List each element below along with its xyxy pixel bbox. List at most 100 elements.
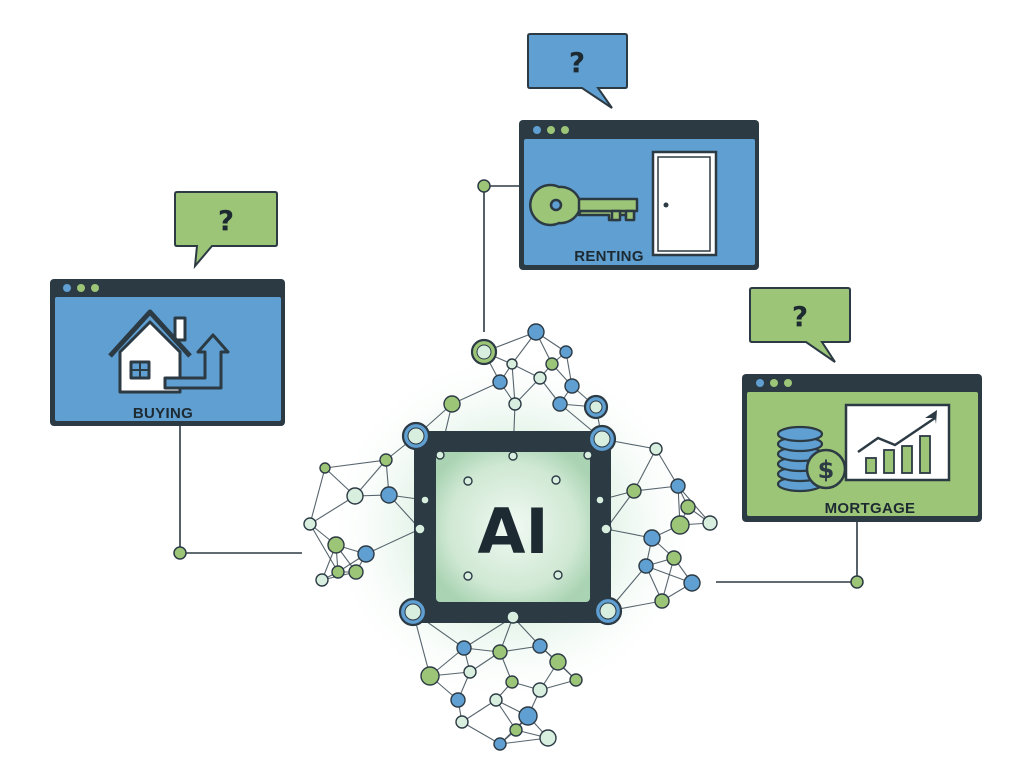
network-node-core xyxy=(593,430,611,448)
network-node xyxy=(654,593,670,609)
network-node xyxy=(379,453,393,467)
network-node xyxy=(600,523,612,535)
network-node xyxy=(518,706,538,726)
network-node-core xyxy=(476,344,492,360)
network-node xyxy=(532,638,548,654)
connector-renting xyxy=(483,185,522,332)
network-node xyxy=(303,517,317,531)
network-node xyxy=(348,564,364,580)
window-dot xyxy=(533,126,541,134)
network-edge xyxy=(633,448,657,492)
network-node xyxy=(420,495,430,505)
network-node xyxy=(626,483,642,499)
network-node xyxy=(549,653,567,671)
network-node xyxy=(702,515,718,531)
growth-chart-icon xyxy=(844,403,951,482)
network-node xyxy=(545,357,559,371)
network-node xyxy=(532,682,548,698)
network-edge xyxy=(451,381,501,405)
network-node xyxy=(670,478,686,494)
network-node xyxy=(551,475,561,485)
mortgage-label: MORTGAGE xyxy=(825,500,916,517)
key-icon xyxy=(529,183,639,227)
buying-panel: BUYING xyxy=(50,279,285,426)
mortgage-question-bubble: ? xyxy=(749,287,851,363)
network-node xyxy=(683,574,701,592)
network-node xyxy=(508,451,518,461)
connector-dot-renting xyxy=(477,179,491,193)
window-dot xyxy=(91,284,99,292)
network-node xyxy=(463,476,473,486)
network-node xyxy=(492,644,508,660)
network-nodes xyxy=(303,323,718,751)
window-dot xyxy=(770,379,778,387)
network-node xyxy=(492,374,508,390)
connector-buying xyxy=(179,425,302,554)
network-node xyxy=(420,666,440,686)
door-icon xyxy=(651,150,718,257)
network-node xyxy=(506,358,518,370)
network-node xyxy=(327,536,345,554)
svg-text:$: $ xyxy=(818,456,835,484)
window-dot xyxy=(561,126,569,134)
network-node xyxy=(559,345,573,359)
network-node xyxy=(564,378,580,394)
network-edge xyxy=(461,721,501,745)
network-node xyxy=(583,450,593,460)
window-dot xyxy=(77,284,85,292)
network-node xyxy=(638,558,654,574)
network-node xyxy=(315,573,329,587)
network-edge xyxy=(365,528,421,555)
network-node xyxy=(552,396,568,412)
renting-label: RENTING xyxy=(574,248,644,265)
network-edge xyxy=(309,523,339,573)
network-node xyxy=(643,529,661,547)
network-node-core xyxy=(589,400,603,414)
network-node xyxy=(493,737,507,751)
network-node xyxy=(569,673,583,687)
buying-question-bubble: ? xyxy=(174,191,278,270)
network-node xyxy=(443,395,461,413)
network-node xyxy=(463,571,473,581)
network-node xyxy=(463,665,477,679)
renting-panel: RENTING xyxy=(519,120,759,270)
network-node xyxy=(331,565,345,579)
connector-dot-buying xyxy=(173,546,187,560)
network-node xyxy=(680,499,696,515)
network-node xyxy=(506,610,520,624)
window-dot xyxy=(784,379,792,387)
buying-label: BUYING xyxy=(133,405,193,422)
network-node xyxy=(508,397,522,411)
mortgage-panel: $ MORTGAGE xyxy=(742,374,982,522)
renting-question-mark: ? xyxy=(569,46,585,79)
network-node xyxy=(489,693,503,707)
network-node xyxy=(539,729,557,747)
renting-question-bubble: ? xyxy=(527,33,628,109)
network-edge xyxy=(461,699,497,723)
network-node xyxy=(456,640,472,656)
network-node xyxy=(357,545,375,563)
network-node xyxy=(595,495,605,505)
window-dot xyxy=(756,379,764,387)
network-node xyxy=(414,523,426,535)
network-node xyxy=(533,371,547,385)
house-icon xyxy=(108,309,230,394)
window-dot xyxy=(547,126,555,134)
network-node xyxy=(380,486,398,504)
ai-label: AI xyxy=(477,495,548,568)
network-edge xyxy=(309,467,326,525)
connector-dots xyxy=(173,179,864,589)
network-node xyxy=(509,723,523,737)
network-node xyxy=(670,515,690,535)
coins-dollar-icon: $ xyxy=(776,425,847,493)
network-edge xyxy=(309,495,356,525)
buying-question-mark: ? xyxy=(218,204,234,237)
network-node xyxy=(450,692,466,708)
network-node xyxy=(666,550,682,566)
network-edge xyxy=(324,459,387,469)
network-node xyxy=(553,570,563,580)
network-node-core xyxy=(599,602,617,620)
network-node xyxy=(455,715,469,729)
network-node xyxy=(435,450,445,460)
